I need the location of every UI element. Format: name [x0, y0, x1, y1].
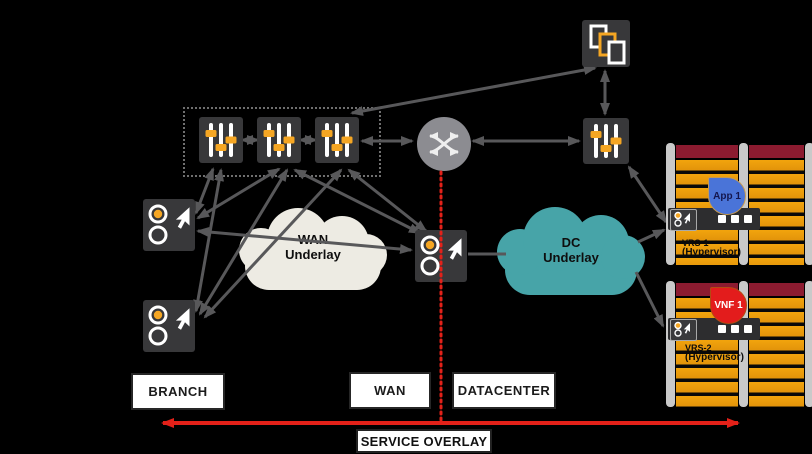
rack-rail — [805, 143, 812, 265]
sliders-icon — [590, 124, 622, 158]
server-leds-icon — [718, 325, 726, 333]
radio-buttons-cursor-icon — [670, 209, 697, 231]
server-rack-2: VNF 1 VRS-2 (Hypervisor) — [660, 281, 812, 407]
server-leds-icon — [718, 215, 726, 223]
app-vm-label: App 1 — [713, 190, 741, 202]
controller-node-1 — [199, 117, 243, 163]
service-overlay-label: SERVICE OVERLAY — [356, 429, 492, 453]
wan-gateway-node — [415, 230, 467, 282]
controller-node-2 — [257, 117, 301, 163]
link-controller4-rack1 — [627, 165, 668, 224]
zone-label-datacenter: DATACENTER — [452, 372, 556, 409]
radio-buttons-cursor-icon — [420, 235, 462, 276]
vnf-vm-label: VNF 1 — [714, 300, 743, 311]
sliders-icon — [321, 123, 353, 157]
rack-rail — [666, 143, 675, 265]
app-vm-badge: App 1 — [708, 177, 746, 215]
zone-label-wan: WAN — [349, 372, 431, 409]
vnf-vm-badge: VNF 1 — [710, 287, 747, 324]
branch-gateway-node-2 — [143, 300, 195, 352]
vrs-server-unit-1 — [668, 208, 760, 231]
rack-rail — [739, 281, 748, 407]
crossover-arrows-icon — [417, 117, 471, 171]
radio-buttons-cursor-icon — [670, 319, 697, 341]
hypervisor-label-1: VRS-1 (Hypervisor) — [682, 238, 741, 258]
rack-rail — [666, 281, 675, 407]
hypervisor-label-2: VRS-2 (Hypervisor) — [685, 343, 744, 363]
link-dccloud-rack1 — [637, 228, 666, 244]
vrs-server-unit-2 — [668, 318, 760, 341]
controller-node-3 — [315, 117, 359, 163]
link-dccloud-rack2 — [634, 271, 665, 328]
layered-windows-icon — [589, 24, 626, 65]
sliders-icon — [263, 123, 295, 157]
controller-node-4 — [583, 118, 629, 164]
wan-switch-node — [416, 116, 472, 172]
link-directory-controller3 — [350, 65, 597, 116]
rack-column — [749, 283, 804, 407]
branch-gateway-node-1 — [143, 199, 195, 251]
link-gateway-controller3 — [347, 168, 428, 233]
rack-column — [749, 145, 804, 265]
rack-rail — [805, 281, 812, 407]
directory-node — [582, 20, 630, 67]
server-rack-1: App 1 VRS-1 (Hypervisor) — [660, 143, 812, 265]
radio-buttons-cursor-icon — [148, 305, 190, 346]
radio-buttons-cursor-icon — [148, 204, 190, 245]
sliders-icon — [205, 123, 237, 157]
zone-label-branch: BRANCH — [131, 373, 225, 410]
